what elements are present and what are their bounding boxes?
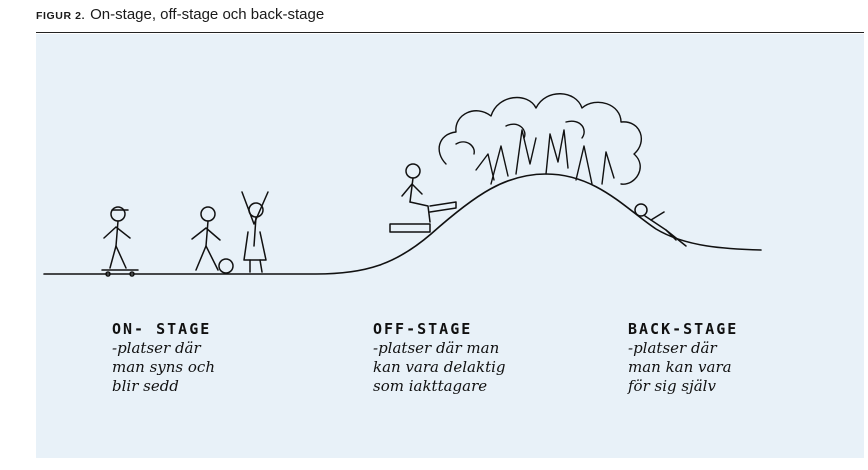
child-with-ball: [191, 206, 234, 274]
person-lying: [634, 203, 687, 247]
zone-off-stage: OFF-STAGE -platser där man kan vara dela…: [373, 319, 506, 396]
stage-illustration: [43, 93, 762, 277]
zone-description: -platser där man kan vara delaktig som i…: [373, 339, 506, 395]
figure-label: FIGUR 2.: [36, 10, 86, 22]
zone-heading: OFF-STAGE: [373, 320, 473, 338]
zone-description: -platser där man kan vara för sig själv: [628, 339, 732, 395]
figure-panel: [36, 34, 864, 458]
caption-rule: [36, 32, 864, 33]
child-waving: [241, 191, 269, 273]
child-skateboarder: [101, 206, 139, 277]
zone-back-stage: BACK-STAGE -platser där man kan vara för…: [628, 319, 738, 396]
figure-title: On-stage, off-stage och back-stage: [90, 6, 325, 23]
zone-description: -platser där man syns och blir sedd: [112, 339, 215, 395]
child-on-bench: [389, 163, 457, 233]
zone-heading: BACK-STAGE: [628, 320, 739, 338]
zone-on-stage: ON- STAGE -platser där man syns och blir…: [112, 319, 215, 396]
figure-caption: FIGUR 2. On-stage, off-stage och back-sta…: [36, 6, 324, 23]
zone-heading: ON- STAGE: [112, 320, 212, 338]
tree-canopy: [438, 93, 643, 185]
